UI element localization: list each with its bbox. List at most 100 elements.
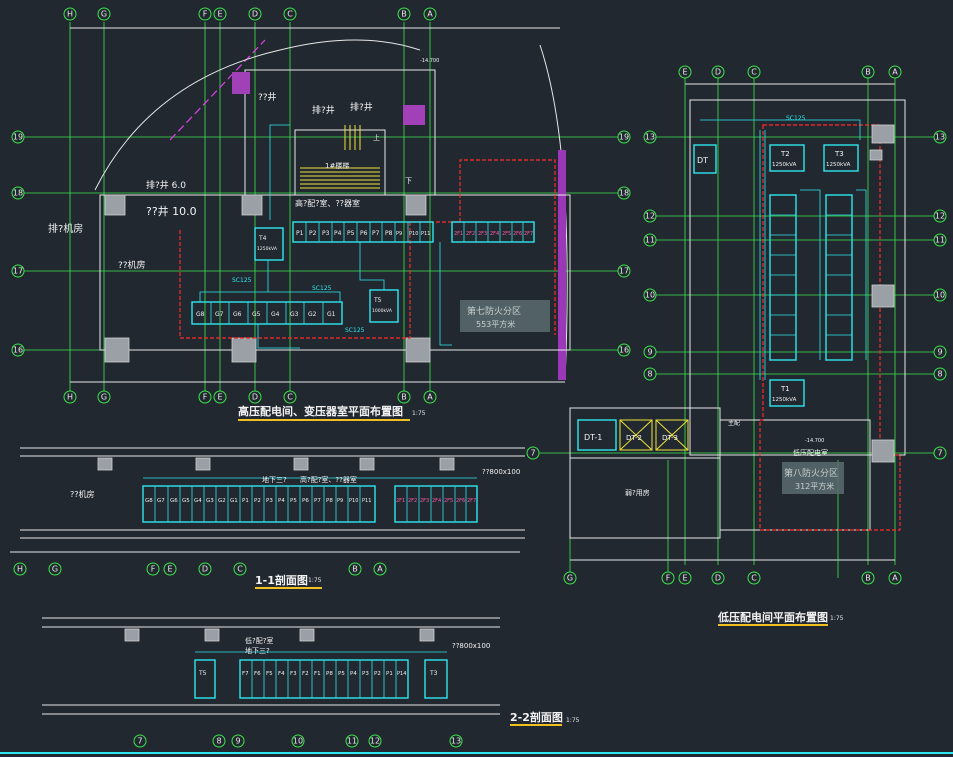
purple-shaft — [232, 72, 250, 94]
conduit — [359, 242, 385, 290]
column — [241, 194, 263, 216]
section-1-1: G8 G7 G6 G5 G4 G3 G2 G1 P1 P2 P3 P4 P5 P… — [10, 447, 525, 589]
section1-room: ??机房 — [70, 489, 95, 499]
column — [104, 194, 126, 216]
axis-label: F — [666, 574, 671, 583]
panel-label: G5 — [252, 311, 261, 318]
section2-panels: F7 F6 F5 F4 F3 F2 F1 P8 P5 P4 P3 P2 P1 P… — [239, 659, 409, 699]
axis-label: E — [217, 10, 222, 19]
cable-label: SC125 — [232, 277, 252, 284]
lv-lower-room — [719, 419, 871, 531]
axis-label: 8 — [647, 370, 652, 379]
fire-zone-boundary — [179, 159, 556, 339]
svg-text:P3: P3 — [362, 671, 369, 677]
stair-label: 1#楼梯 — [325, 161, 349, 170]
svg-text:1250kVA: 1250kVA — [772, 397, 797, 403]
svg-text:F1: F1 — [314, 671, 321, 677]
section2-tray: ??800x100 — [452, 642, 490, 650]
svg-text:C: C — [237, 565, 243, 574]
hv-axis-bottom: H G F E D C B A — [63, 381, 565, 404]
beam — [204, 628, 220, 642]
axis-label: 8 — [937, 370, 942, 379]
axis-label: 10 — [645, 291, 655, 300]
curved-wall — [94, 49, 281, 191]
axis-label: 7 — [937, 449, 942, 458]
room-label: 排?井 — [312, 104, 335, 116]
svg-text:P2: P2 — [374, 671, 381, 677]
fire-zone-7-box — [460, 300, 550, 332]
svg-text:7: 7 — [137, 737, 142, 746]
svg-text:F4: F4 — [278, 671, 285, 677]
section1-tray: ??800x100 — [482, 468, 520, 476]
axis-label: F — [203, 393, 208, 402]
svg-text:2F7: 2F7 — [467, 498, 476, 504]
small-marker — [869, 149, 883, 161]
hv-plan: H G F E D C B A H G F E D C B A 19 — [11, 7, 631, 421]
lift-dt2: DT-2 — [619, 419, 653, 451]
dt-box — [693, 144, 717, 174]
panel-label: 2F2 — [466, 231, 475, 237]
svg-text:G5: G5 — [182, 498, 190, 504]
axis-label: D — [715, 68, 721, 77]
axis-label: E — [682, 574, 687, 583]
axis-label: B — [865, 68, 871, 77]
svg-text:P8: P8 — [326, 498, 333, 504]
arc-wall — [279, 39, 421, 51]
axis-label: B — [865, 574, 871, 583]
svg-text:P4: P4 — [278, 498, 285, 504]
lv-plan: E D C B A 13 12 11 10 9 8 7 13 12 11 10 … — [526, 65, 947, 626]
axis-label: C — [287, 10, 293, 19]
axis-label: 19 — [13, 133, 23, 142]
dt-label: DT — [697, 156, 708, 165]
section2-title: 2-2剖面图 — [510, 710, 563, 724]
fire-zone-7-name: 第七防火分区 — [467, 305, 521, 317]
svg-text:P1: P1 — [386, 671, 393, 677]
section1-hv: 高?配?室、??器室 — [300, 475, 357, 484]
axis-label: G — [101, 393, 107, 402]
stair-up: 上 — [373, 133, 380, 142]
lv-panel-column-left — [769, 194, 797, 361]
conduit — [269, 124, 290, 220]
purple-shaft — [403, 105, 425, 125]
elevation-label: -14.700 — [420, 58, 439, 64]
beam — [195, 457, 211, 471]
svg-text:1250kVA: 1250kVA — [826, 162, 851, 168]
axis-label: C — [751, 574, 757, 583]
purple-wall — [558, 150, 566, 380]
hv-panels-bottom: G8 G7 G6 G5 G4 G3 G2 G1 — [191, 301, 343, 325]
axis-label: 18 — [619, 189, 629, 198]
column — [231, 337, 257, 363]
svg-text:9: 9 — [235, 737, 240, 746]
fire-zone-8-name: 第八防火分区 — [784, 467, 838, 479]
axis-label: C — [751, 68, 757, 77]
room-label: 排?井 6.0 — [146, 179, 186, 191]
svg-text:2F5: 2F5 — [444, 498, 453, 504]
panel-label: P3 — [322, 230, 330, 237]
room-label: 高?配?室、??器室 — [295, 198, 360, 208]
diagonal-line — [169, 39, 266, 141]
beam — [419, 628, 435, 642]
axis-label: D — [252, 10, 258, 19]
lift-dt3: DT-3 — [655, 419, 689, 451]
svg-text:P10: P10 — [349, 498, 358, 504]
svg-text:P5: P5 — [338, 671, 345, 677]
lv-outer-wall — [689, 99, 906, 456]
axis-label: C — [287, 393, 293, 402]
panel-label: G2 — [308, 311, 317, 318]
section-2-2: T5 T3 F7 F6 F5 F4 F3 F2 F1 P8 P5 — [42, 617, 580, 748]
svg-text:T4: T4 — [258, 235, 267, 242]
fire-zone-8-box — [782, 462, 844, 494]
beam — [359, 457, 375, 471]
panel-label: P2 — [309, 230, 317, 237]
hv-plan-title: 高压配电间、变压器室平面布置图 — [238, 404, 403, 418]
column — [104, 337, 130, 363]
axis-label: A — [427, 10, 433, 19]
section2-right-t: T3 — [429, 670, 438, 677]
panel-label: G7 — [215, 311, 224, 318]
axis-label: 17 — [619, 267, 629, 276]
axis-label: 13 — [645, 133, 655, 142]
room-label: ??井 10.0 — [146, 204, 197, 218]
svg-text:T2: T2 — [780, 150, 790, 158]
svg-text:G3: G3 — [206, 498, 214, 504]
axis-label: H — [67, 393, 73, 402]
